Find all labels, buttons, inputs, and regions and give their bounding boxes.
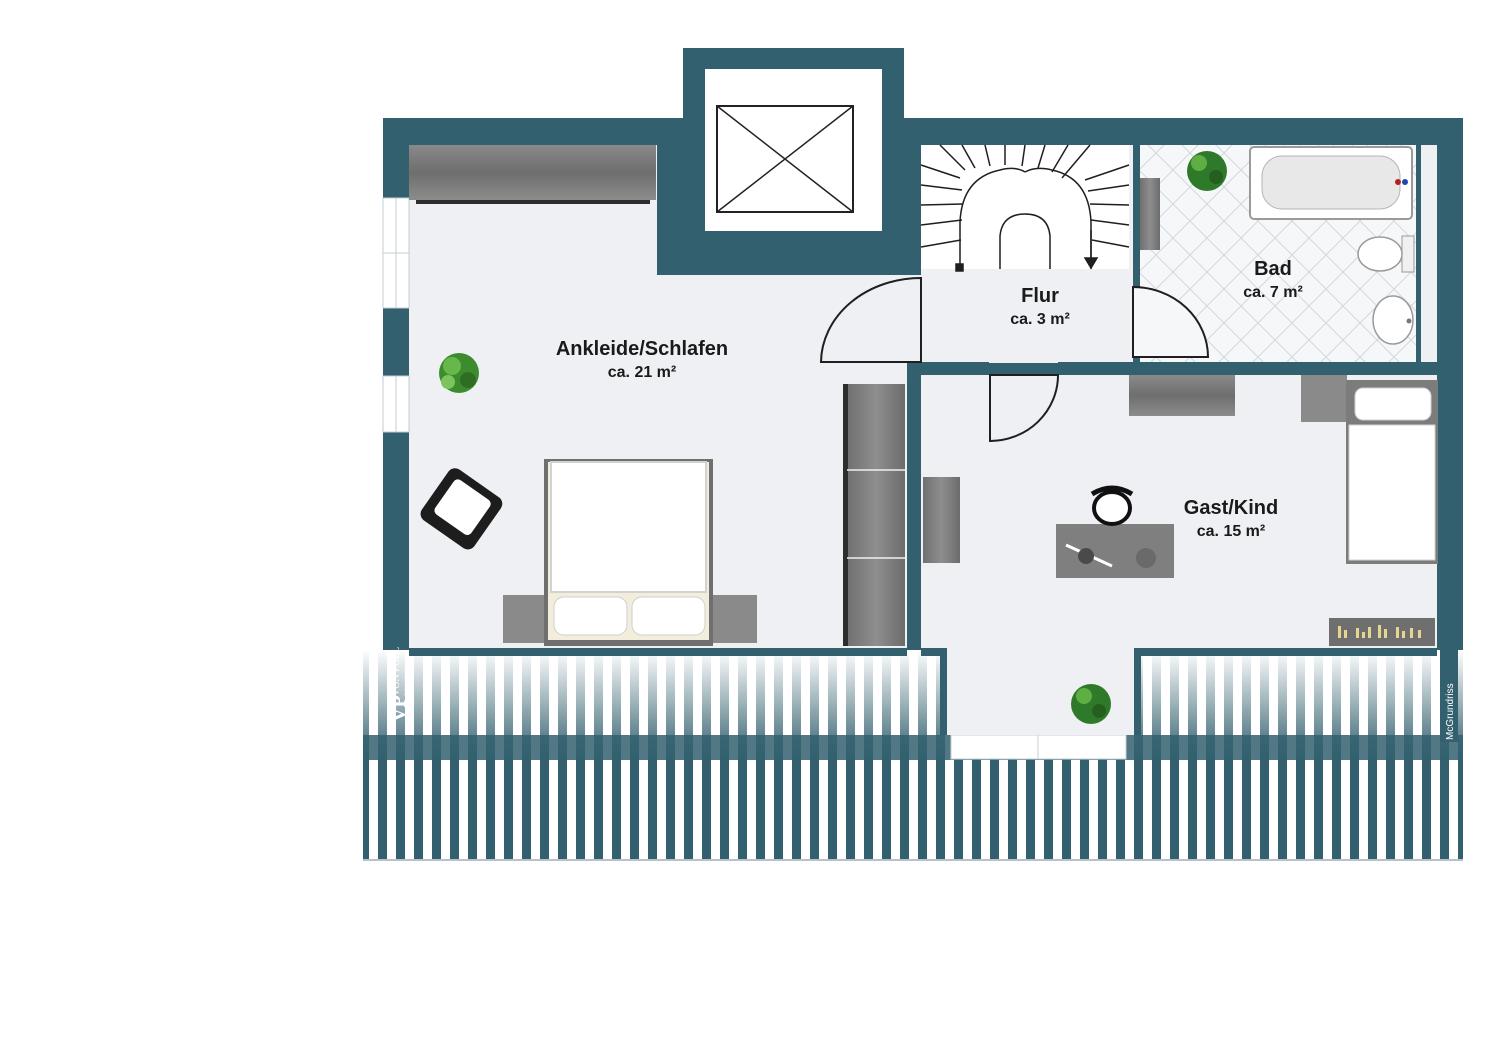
plant-icon <box>439 353 479 393</box>
logo-sub: IMMOBILIEN <box>405 665 410 696</box>
room-name: Bad <box>1254 258 1292 280</box>
logo-name: VON POLL <box>391 647 402 696</box>
credit-label: McGrundriss <box>1440 650 1458 742</box>
room-area: ca. 7 m² <box>1243 284 1303 301</box>
bath-cabinet <box>1140 178 1160 250</box>
doors <box>819 276 1210 443</box>
inner-walls <box>907 145 1438 650</box>
room-name: Ankleide/Schlafen <box>556 338 728 360</box>
plant-icon <box>1071 684 1111 724</box>
side-shelf <box>923 477 960 563</box>
plant-icon <box>1187 151 1227 191</box>
room-label-gast: Gast/Kind ca. 15 m² <box>1184 497 1278 540</box>
armchair-icon <box>420 468 503 550</box>
single-bed-icon <box>1346 380 1438 564</box>
room-label-ankleide: Ankleide/Schlafen ca. 21 m² <box>556 338 728 381</box>
wardrobe-right <box>843 384 905 646</box>
staircase-icon <box>920 144 1130 272</box>
desk-chair-icon <box>1090 485 1134 526</box>
credit-text: McGrundriss <box>1445 683 1456 740</box>
sink-icon <box>1372 295 1414 345</box>
room-label-bad: Bad ca. 7 m² <box>1243 258 1303 301</box>
left-windows <box>382 197 410 433</box>
brand-logo: VP VON POLL IMMOBILIEN <box>388 647 410 722</box>
toilet-icon <box>1357 235 1415 273</box>
room-area: ca. 21 m² <box>608 364 676 381</box>
room-area: ca. 15 m² <box>1197 523 1265 540</box>
room-name: Gast/Kind <box>1184 497 1278 519</box>
sideboard <box>1329 618 1435 646</box>
nightstand <box>1301 375 1347 422</box>
shelf-top <box>1129 375 1235 416</box>
bed-icon <box>503 459 757 646</box>
knee-wall <box>409 648 1437 735</box>
roof-slope <box>363 650 1463 861</box>
skylight-icon <box>705 69 882 231</box>
room-name: Flur <box>1021 285 1059 307</box>
room-area: ca. 3 m² <box>1010 311 1070 328</box>
bathtub-icon <box>1249 146 1413 220</box>
logo-initials: VP <box>388 695 410 722</box>
room-label-flur: Flur ca. 3 m² <box>1010 285 1070 328</box>
wardrobe-top <box>409 145 656 204</box>
desk-icon <box>1056 524 1174 578</box>
